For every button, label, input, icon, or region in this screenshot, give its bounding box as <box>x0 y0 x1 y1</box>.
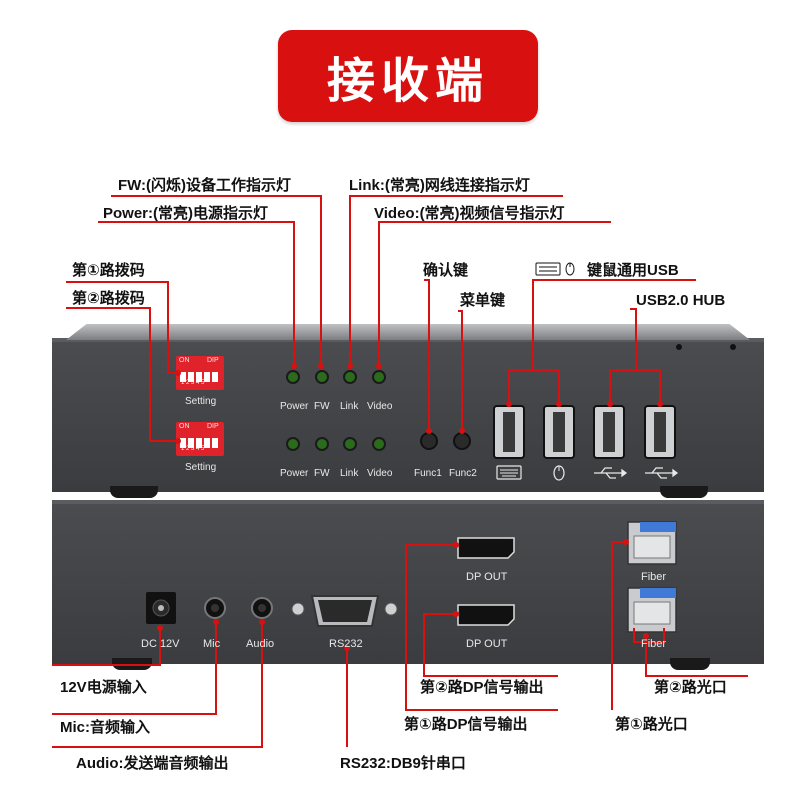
dip2-setting-label: Setting <box>185 462 217 473</box>
callout-dc: 12V电源输入 <box>60 679 147 696</box>
fiber-module-2 <box>627 587 677 633</box>
title-banner: 接收端 <box>278 30 538 122</box>
audio-label: Audio <box>246 638 275 650</box>
callout-dip2: 第②路拨码 <box>72 290 145 307</box>
rs232-connector <box>291 595 398 627</box>
dip2-on-label: ON <box>179 423 190 430</box>
func2-label: Func2 <box>449 468 477 479</box>
dip2-dip-label: DIP <box>207 423 219 430</box>
fiber2-label: Fiber <box>641 638 667 650</box>
rear-foot-right <box>670 658 710 670</box>
callout-usb-hub: USB2.0 HUB <box>636 292 726 309</box>
callout-dip1: 第①路拨码 <box>72 262 145 279</box>
dp1-label: DP OUT <box>466 571 508 583</box>
led1-fw-label: FW <box>314 401 330 412</box>
callout-audio: Audio:发送端音频输出 <box>76 755 229 772</box>
callout-power: Power:(常亮)电源指示灯 <box>103 205 269 222</box>
dc-jack <box>146 592 176 624</box>
callout-fiber2: 第②路光口 <box>654 679 727 696</box>
fiber-module-1 <box>627 521 677 565</box>
keyboard-icon <box>496 465 522 480</box>
led2-fw-label: FW <box>314 468 330 479</box>
front-panel-top <box>66 324 750 340</box>
mic-label: Mic <box>203 638 221 650</box>
usb-port-hub-2 <box>644 405 676 459</box>
led-row-1 <box>286 370 386 384</box>
dc-label: DC 12V <box>141 638 180 650</box>
dp2-label: DP OUT <box>466 638 508 650</box>
dip-switch-2 <box>176 422 224 456</box>
usb-port-mouse <box>543 405 575 459</box>
func1-button <box>420 432 438 450</box>
callout-menu: 菜单键 <box>460 292 506 309</box>
led-row-2 <box>286 437 386 451</box>
callout-lines <box>52 195 748 748</box>
callout-dp2: 第②路DP信号输出 <box>420 679 544 696</box>
dip1-on-label: ON <box>179 357 190 364</box>
front-screw-left <box>676 344 682 350</box>
usb-icon-1 <box>594 467 628 479</box>
dip1-numbers: 1 2 3 4 5 <box>181 380 205 386</box>
front-foot-right <box>660 486 708 498</box>
callout-confirm: 确认键 <box>423 262 469 279</box>
usb-icon-2 <box>645 467 679 479</box>
front-foot-left <box>110 486 158 498</box>
dp-port-1 <box>457 537 515 559</box>
fiber1-label: Fiber <box>641 571 667 583</box>
led1-link-label: Link <box>340 401 359 412</box>
dip1-setting-label: Setting <box>185 396 217 407</box>
func2-button <box>453 432 471 450</box>
led1-video-label: Video <box>367 401 393 412</box>
page-title: 接收端 <box>326 55 489 108</box>
callout-link: Link:(常亮)网线连接指示灯 <box>349 177 530 194</box>
callout-fiber1: 第①路光口 <box>615 716 688 733</box>
rs232-label: RS232 <box>329 638 363 650</box>
callout-dp1: 第①路DP信号输出 <box>404 716 528 733</box>
led2-power-label: Power <box>280 468 309 479</box>
led2-video-label: Video <box>367 468 393 479</box>
dip2-numbers: 1 2 3 4 5 <box>181 446 205 452</box>
dip1-dip-label: DIP <box>207 357 219 364</box>
led2-link-label: Link <box>340 468 359 479</box>
led1-power-label: Power <box>280 401 309 412</box>
callout-rs232: RS232:DB9针串口 <box>340 755 466 772</box>
dp-port-2 <box>457 604 515 626</box>
callout-km-usb: 键鼠通用USB <box>587 262 679 279</box>
audio-jack <box>251 597 273 619</box>
callout-video: Video:(常亮)视频信号指示灯 <box>374 205 565 222</box>
front-screw-right <box>730 344 736 350</box>
usb-port-hub-1 <box>593 405 625 459</box>
usb-port-keyboard <box>493 405 525 459</box>
mouse-callout-icon <box>565 262 575 276</box>
mouse-icon <box>553 465 565 481</box>
dip-switch-1 <box>176 356 224 390</box>
func1-label: Func1 <box>414 468 442 479</box>
callout-dots <box>157 363 663 651</box>
callout-fw: FW:(闪烁)设备工作指示灯 <box>118 177 292 194</box>
mic-jack <box>204 597 226 619</box>
keyboard-callout-icon <box>535 262 561 276</box>
callout-mic: Mic:音频输入 <box>60 719 151 736</box>
